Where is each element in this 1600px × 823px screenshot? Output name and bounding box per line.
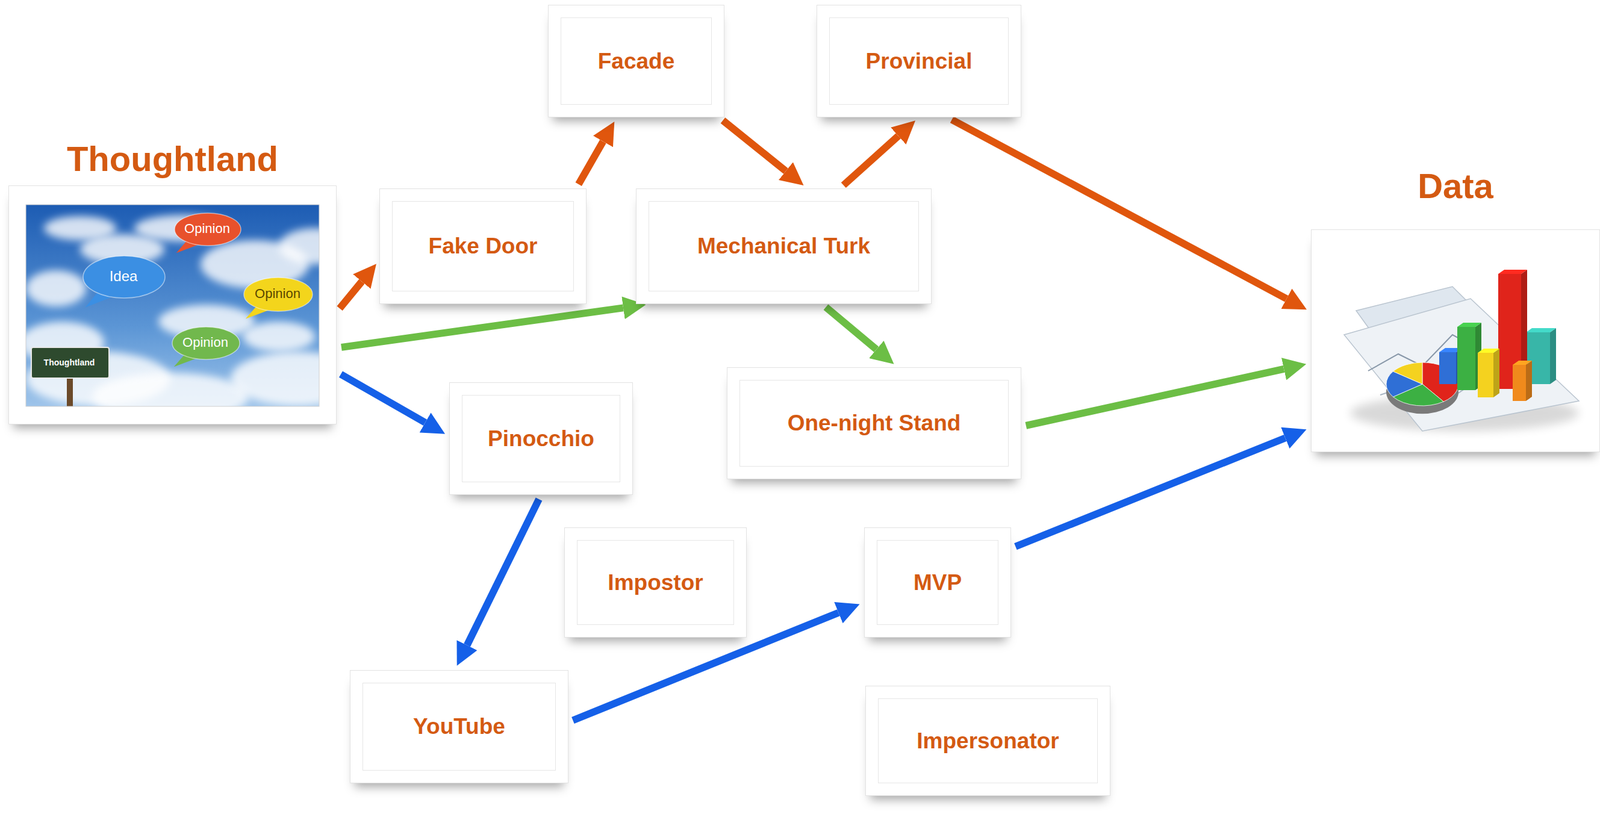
method-box: Impostor xyxy=(564,527,747,638)
flow-arrow xyxy=(341,307,624,347)
bar-front xyxy=(1477,352,1494,398)
sky-illustration xyxy=(9,186,338,426)
method-box: One-night Stand xyxy=(726,367,1022,480)
chart-art xyxy=(1344,269,1579,432)
bar-top xyxy=(1477,348,1500,353)
bar-side xyxy=(1493,348,1500,398)
flow-arrow xyxy=(952,119,1287,299)
speech-bubble xyxy=(243,277,313,312)
method-box: Provincial xyxy=(816,4,1022,118)
image-frame xyxy=(25,204,320,407)
cloud xyxy=(230,351,320,406)
image-card: Thoughtland xyxy=(8,185,337,425)
flow-arrow xyxy=(1015,437,1286,547)
cloud xyxy=(242,321,315,352)
flow-arrow xyxy=(340,374,426,423)
bar-side xyxy=(1550,328,1557,385)
chart-illustration xyxy=(1311,230,1600,453)
chart-bar xyxy=(1512,360,1532,402)
cloud xyxy=(92,372,249,407)
card-heading: Thoughtland xyxy=(0,138,373,179)
box-label: Impostor xyxy=(607,570,703,596)
flow-arrow xyxy=(722,120,786,172)
box-label: Impersonator xyxy=(916,728,1059,754)
sign-post xyxy=(66,377,73,407)
card-heading: Data xyxy=(1275,165,1600,206)
method-box: Mechanical Turk xyxy=(635,188,932,305)
method-box: Pinocchio xyxy=(449,382,633,495)
method-box: MVP xyxy=(864,527,1012,638)
method-box: YouTube xyxy=(349,670,569,784)
bar-front xyxy=(1439,352,1457,385)
clouds xyxy=(25,213,320,407)
cloud xyxy=(278,228,320,265)
box-label: Facade xyxy=(597,48,676,75)
bar-top xyxy=(1525,328,1557,333)
bar-front xyxy=(1457,326,1476,391)
flow-arrow xyxy=(467,499,539,646)
flow-arrow xyxy=(578,141,604,185)
bubble-label: Opinion xyxy=(254,286,301,302)
bubble-label: Opinion xyxy=(182,334,229,351)
box-label: Mechanical Turk xyxy=(697,233,871,259)
method-box: Fake Door xyxy=(379,188,587,305)
flow-arrow xyxy=(339,281,362,309)
flow-arrow xyxy=(843,136,899,186)
connector-group xyxy=(339,119,1287,721)
flow-arrow xyxy=(1026,369,1284,426)
method-box: Facade xyxy=(547,4,725,118)
bubble-label: Opinion xyxy=(184,221,231,237)
box-label: Provincial xyxy=(865,48,973,75)
box-label: Fake Door xyxy=(428,233,538,259)
cloud xyxy=(25,270,87,307)
pie-slice xyxy=(1392,362,1423,385)
speech-bubble xyxy=(83,255,165,299)
box-label: Pinocchio xyxy=(487,426,595,452)
bar-side xyxy=(1525,360,1532,402)
bar-top xyxy=(1457,322,1482,327)
chart-bar xyxy=(1477,348,1500,398)
sign-board xyxy=(31,347,109,379)
bar-top xyxy=(1498,269,1528,274)
flow-arrow xyxy=(825,307,877,350)
box-label: YouTube xyxy=(413,714,506,740)
bar-top xyxy=(1512,360,1532,365)
bubble-label: Idea xyxy=(109,267,138,285)
speech-bubble xyxy=(172,326,240,360)
image-card: Data xyxy=(1310,229,1600,453)
cloud xyxy=(43,216,117,241)
box-label: One-night Stand xyxy=(787,410,962,436)
bar-front xyxy=(1512,364,1526,402)
sign-label: Thoughtland xyxy=(43,357,96,368)
paper-sheet xyxy=(1344,298,1579,432)
speech-bubble xyxy=(174,213,241,246)
method-box: Impersonator xyxy=(865,685,1111,797)
box-label: MVP xyxy=(913,570,962,596)
